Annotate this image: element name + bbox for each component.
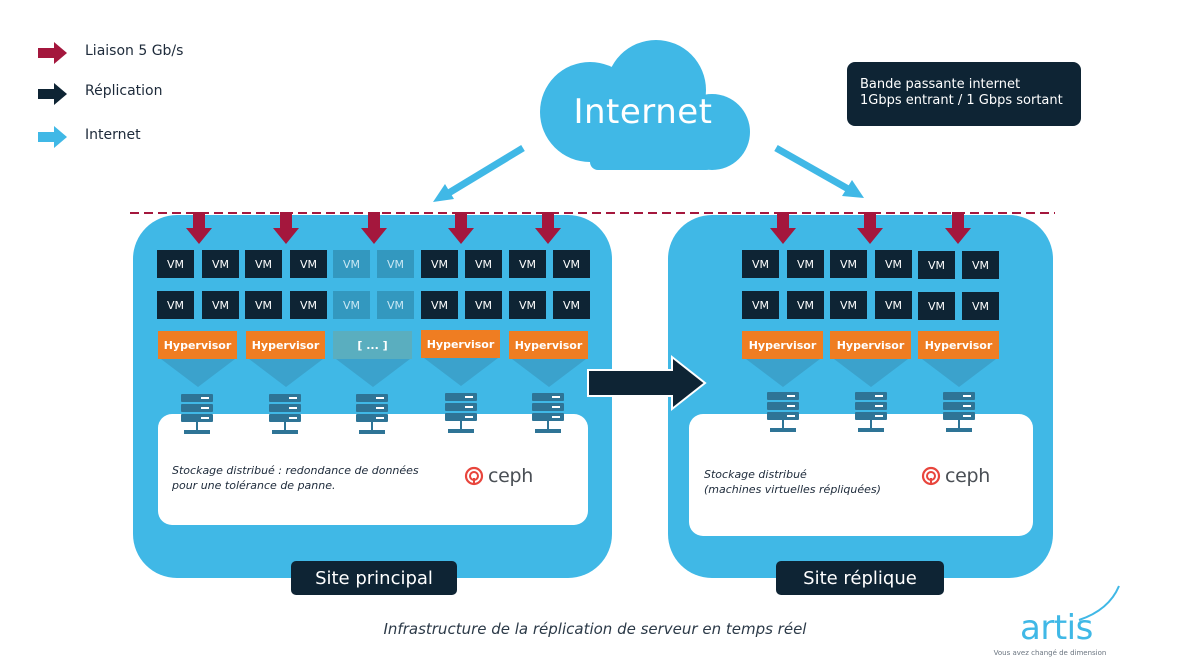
funnel-shape: [161, 359, 235, 387]
server-icon: [767, 392, 799, 432]
artis-logo-swoosh-icon: [1078, 585, 1120, 621]
link-arrow-icon: [448, 212, 474, 244]
hypervisor-box: Hypervisor: [158, 331, 237, 359]
hypervisor-box: Hypervisor: [918, 331, 999, 359]
server-icon: [181, 394, 213, 434]
link-arrow-icon: [945, 212, 971, 244]
vm-box: VM: [553, 250, 590, 278]
funnel-shape: [922, 359, 996, 387]
diagram-caption: Infrastructure de la réplication de serv…: [383, 620, 807, 638]
legend-internet-label: Internet: [85, 127, 141, 143]
vm-box-placeholder: VM: [377, 250, 414, 278]
server-icon: [855, 392, 887, 432]
vm-box: VM: [245, 250, 282, 278]
vm-box: VM: [962, 251, 999, 279]
hypervisor-box: Hypervisor: [246, 331, 325, 359]
replica-storage-text: Stockage distribué (machines virtuelles …: [704, 467, 881, 497]
vm-box: VM: [290, 250, 327, 278]
vm-box-placeholder: VM: [377, 291, 414, 319]
vm-box: VM: [742, 250, 779, 278]
server-icon: [356, 394, 388, 434]
bandwidth-info-box: Bande passante internet 1Gbps entrant / …: [847, 62, 1081, 126]
ceph-logo-icon: [464, 466, 484, 486]
server-icon: [943, 392, 975, 432]
principal-ceph-logo: ceph: [464, 465, 533, 487]
funnel-shape: [336, 359, 410, 387]
internet-arrow-right-icon: [774, 144, 864, 198]
replica-ceph-logo: ceph: [921, 465, 990, 487]
vm-box: VM: [465, 250, 502, 278]
artis-tagline: Vous avez changé de dimension: [993, 649, 1107, 657]
vm-box: VM: [421, 250, 458, 278]
site-replica-label: Site réplique: [776, 561, 944, 595]
principal-storage-text: Stockage distribué : redondance de donné…: [172, 463, 419, 493]
vm-box: VM: [830, 250, 867, 278]
vm-box: VM: [421, 291, 458, 319]
funnel-shape: [746, 359, 820, 387]
vm-box: VM: [202, 291, 239, 319]
link-arrow-icon: [770, 212, 796, 244]
funnel-shape: [834, 359, 908, 387]
liaison-arrow-icon: [38, 42, 67, 64]
vm-box: VM: [787, 291, 824, 319]
replica-storage-panel: [689, 414, 1033, 536]
vm-box: VM: [290, 291, 327, 319]
internet-arrow-left-icon: [433, 145, 525, 202]
link-arrow-icon: [361, 212, 387, 244]
replication-arrow-icon: [38, 83, 67, 105]
link-arrow-icon: [273, 212, 299, 244]
vm-box: VM: [918, 251, 955, 279]
hypervisor-box: Hypervisor: [742, 331, 823, 359]
principal-storage-line-1: Stockage distribué : redondance de donné…: [172, 464, 419, 477]
bandwidth-line-1: Bande passante internet: [860, 77, 1021, 92]
link-arrow-icon: [857, 212, 883, 244]
vm-box: VM: [509, 291, 546, 319]
hypervisor-box: Hypervisor: [509, 331, 588, 359]
vm-box-placeholder: VM: [333, 250, 370, 278]
vm-box-placeholder: VM: [333, 291, 370, 319]
site-principal-label: Site principal: [291, 561, 457, 595]
vm-box: VM: [202, 250, 239, 278]
vm-box: VM: [509, 250, 546, 278]
ceph-logo-icon: [921, 466, 941, 486]
server-icon: [269, 394, 301, 434]
vm-box: VM: [742, 291, 779, 319]
replica-storage-line-2: (machines virtuelles répliquées): [704, 483, 881, 496]
vm-box: VM: [157, 250, 194, 278]
legend-replication-label: Réplication: [85, 83, 163, 99]
ceph-label: ceph: [945, 465, 991, 487]
vm-box: VM: [875, 250, 912, 278]
bandwidth-line-2: 1Gbps entrant / 1 Gbps sortant: [860, 93, 1063, 108]
funnel-shape: [249, 359, 323, 387]
server-icon: [445, 393, 477, 433]
funnel-shape: [424, 358, 498, 386]
legend-liaison-label: Liaison 5 Gb/s: [85, 43, 184, 59]
hypervisor-box: Hypervisor: [421, 330, 500, 358]
vm-box: VM: [465, 291, 502, 319]
vm-box: VM: [245, 291, 282, 319]
vm-box: VM: [918, 292, 955, 320]
ceph-label: ceph: [488, 465, 534, 487]
vm-box: VM: [875, 291, 912, 319]
vm-box: VM: [553, 291, 590, 319]
replica-storage-line-1: Stockage distribué: [704, 468, 807, 481]
link-arrow-icon: [535, 212, 561, 244]
hypervisor-box: Hypervisor: [830, 331, 911, 359]
internet-arrow-icon: [38, 126, 67, 148]
artis-logo: artis: [1020, 608, 1093, 648]
link-arrow-icon: [186, 212, 212, 244]
funnel-shape: [512, 359, 586, 387]
vm-box: VM: [830, 291, 867, 319]
replication-arrow-icon: [587, 354, 707, 412]
internet-label: Internet: [573, 92, 713, 132]
vm-box: VM: [787, 250, 824, 278]
internet-boundary-line: [130, 212, 1055, 214]
vm-box: VM: [157, 291, 194, 319]
principal-storage-line-2: pour une tolérance de panne.: [172, 479, 336, 492]
hypervisor-placeholder: [ ... ]: [333, 331, 412, 359]
server-icon: [532, 393, 564, 433]
vm-box: VM: [962, 292, 999, 320]
cloud-icon: [540, 40, 750, 170]
